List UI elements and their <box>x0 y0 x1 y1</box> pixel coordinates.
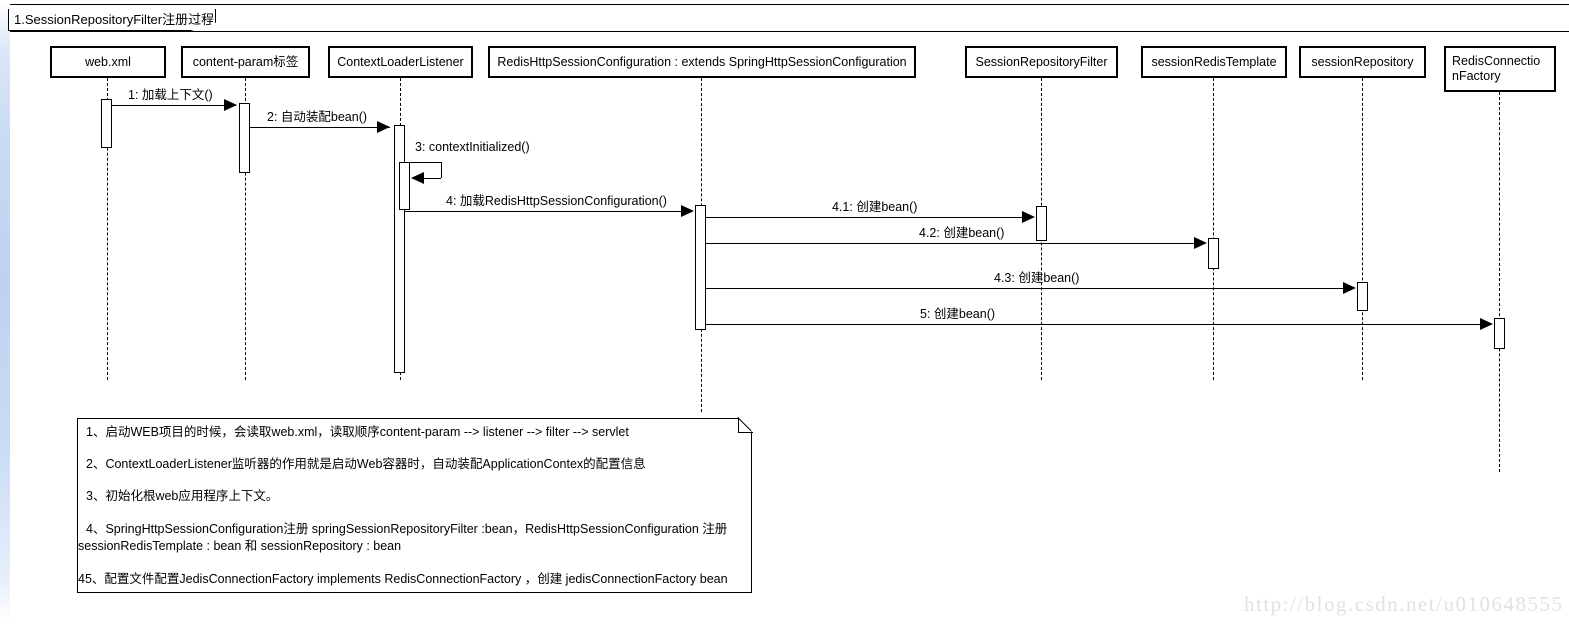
lifeline-head-web-xml[interactable]: web.xml <box>50 46 166 78</box>
lifeline-head-session-repository-filter[interactable]: SessionRepositoryFilter <box>965 46 1118 78</box>
lifeline-line-session-repository <box>1362 78 1363 380</box>
message-label-5: 5: 创建bean() <box>920 307 996 321</box>
lifeline-line-content-param <box>245 78 246 380</box>
frame-title-tab: 1.SessionRepositoryFilter注册过程 <box>8 9 216 31</box>
message-line-3-bottom <box>419 178 441 179</box>
lifeline-label-web-xml: web.xml <box>85 54 131 69</box>
activation-bar-content-param <box>239 103 250 173</box>
lifeline-head-redis-http-session-configuration[interactable]: RedisHttpSessionConfiguration : extends … <box>488 46 916 78</box>
activation-bar-redis-connection-factory <box>1494 318 1505 349</box>
message-line-4-3 <box>706 288 1350 289</box>
message-label-1: 1: 加载上下文() <box>128 88 213 102</box>
message-label-2: 2: 自动装配bean() <box>267 110 368 124</box>
activation-bar-session-redis-template <box>1208 238 1219 269</box>
left-edge-gradient-strip <box>0 0 10 625</box>
activation-bar-session-repository-filter <box>1036 206 1047 241</box>
message-line-3-right <box>441 162 442 178</box>
message-line-5 <box>706 324 1487 325</box>
message-line-2 <box>250 127 390 128</box>
lifeline-head-context-loader-listener[interactable]: ContextLoaderListener <box>328 46 473 78</box>
activation-bar-context-loader-listener-nested <box>399 162 410 210</box>
message-label-4-1: 4.1: 创建bean() <box>832 200 918 214</box>
message-label-4: 4: 加载RedisHttpSessionConfiguration() <box>446 194 667 208</box>
frame-top-border <box>10 4 1569 5</box>
message-arrowhead-4-1 <box>1022 211 1035 223</box>
activation-bar-web-xml <box>101 99 112 148</box>
activation-bar-session-repository <box>1357 282 1368 311</box>
message-label-3: 3: contextInitialized() <box>415 140 530 154</box>
note-line-6: 45、配置文件配置JedisConnectionFactory implemen… <box>78 572 728 586</box>
lifeline-label-redis-connection-factory-line2: nFactory <box>1452 69 1501 83</box>
frame-title-label: 1.SessionRepositoryFilter注册过程 <box>14 12 215 27</box>
message-line-4-2 <box>706 243 1201 244</box>
note-line-1: 1、启动WEB项目的时候，会读取web.xml，读取顺序content-para… <box>86 425 629 439</box>
message-line-4-1 <box>706 217 1029 218</box>
note-line-3: 3、初始化根web应用程序上下文。 <box>86 489 279 503</box>
note-box-fold-corner <box>738 418 753 433</box>
lifeline-label-redis-connection-factory-line1: RedisConnectio <box>1452 54 1541 68</box>
message-arrowhead-4 <box>681 205 694 217</box>
lifeline-label-session-repository-filter: SessionRepositoryFilter <box>975 54 1108 69</box>
message-arrowhead-5 <box>1480 318 1493 330</box>
message-arrowhead-3 <box>411 172 424 184</box>
lifeline-label-content-param: content-param标签 <box>192 54 299 69</box>
lifeline-head-content-param[interactable]: content-param标签 <box>181 46 310 78</box>
message-line-4 <box>405 211 688 212</box>
message-arrowhead-1 <box>224 99 237 111</box>
lifeline-head-session-redis-template[interactable]: sessionRedisTemplate <box>1141 46 1287 78</box>
lifeline-label-session-repository: sessionRepository <box>1311 54 1414 69</box>
watermark-text: http://blog.csdn.net/u010648555 <box>1244 592 1564 616</box>
lifeline-line-session-redis-template <box>1213 78 1214 380</box>
message-label-4-2: 4.2: 创建bean() <box>919 226 1005 240</box>
message-arrowhead-4-2 <box>1194 237 1207 249</box>
lifeline-line-redis-connection-factory <box>1499 92 1500 472</box>
message-line-1 <box>112 105 236 106</box>
message-arrowhead-2 <box>377 121 390 133</box>
note-line-5: sessionRedisTemplate : bean 和 sessionRep… <box>78 539 402 553</box>
lifeline-label-session-redis-template: sessionRedisTemplate <box>1151 54 1277 69</box>
activation-bar-context-loader-listener <box>394 125 405 373</box>
message-arrowhead-4-3 <box>1343 282 1356 294</box>
message-line-3-top <box>405 162 441 163</box>
lifeline-line-web-xml <box>107 78 108 380</box>
lifeline-head-redis-connection-factory[interactable]: RedisConnectio nFactory <box>1444 46 1556 92</box>
lifeline-head-session-repository[interactable]: sessionRepository <box>1299 46 1426 78</box>
message-label-4-3: 4.3: 创建bean() <box>994 271 1080 285</box>
note-line-2: 2、ContextLoaderListener监听器的作用就是启动Web容器时，… <box>86 457 646 471</box>
note-line-4: 4、SpringHttpSessionConfiguration注册 sprin… <box>86 522 728 536</box>
note-box <box>77 418 752 593</box>
lifeline-label-redis-http-session-configuration: RedisHttpSessionConfiguration : extends … <box>497 54 907 69</box>
activation-bar-redis-http-session-configuration <box>695 205 706 330</box>
lifeline-label-context-loader-listener: ContextLoaderListener <box>337 54 464 69</box>
frame-title-underline <box>10 31 1569 32</box>
